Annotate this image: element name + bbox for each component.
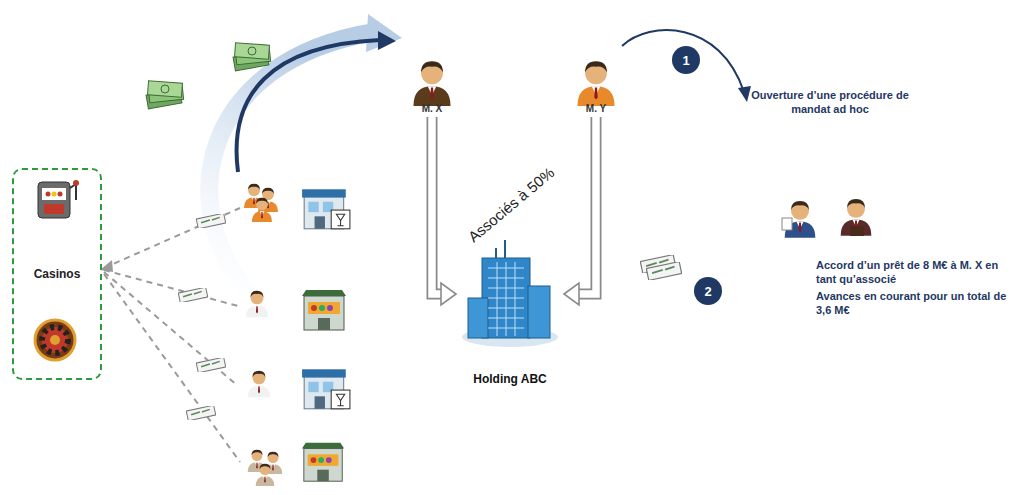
ownership-arrow <box>432 117 456 305</box>
callout-note: Ouverture d’une procédure de mandat ad h… <box>735 88 925 116</box>
node-text: 2 <box>704 284 711 299</box>
person-node: M. Y <box>568 56 624 114</box>
node-text: Holding ABC <box>473 372 547 386</box>
node-text: 1 <box>682 53 689 68</box>
node-text: M. X <box>422 103 443 114</box>
callout-number: 2 <box>694 277 722 305</box>
node-text: Casinos <box>34 267 81 281</box>
holding-node: Holding ABC <box>458 234 562 386</box>
node-text: M. Y <box>586 103 606 114</box>
relation-label: Associés à 50% <box>456 156 567 253</box>
ownership-arrow <box>564 117 596 305</box>
callout-note: Avances en courant pour un total de 3,6 … <box>816 289 1012 317</box>
callout-number: 1 <box>672 46 700 74</box>
callout-note: Accord d’un prêt de 8 M€ à M. X en tant … <box>816 258 1012 286</box>
person-node: M. X <box>404 56 460 114</box>
casinos-box: Casinos <box>12 168 102 380</box>
